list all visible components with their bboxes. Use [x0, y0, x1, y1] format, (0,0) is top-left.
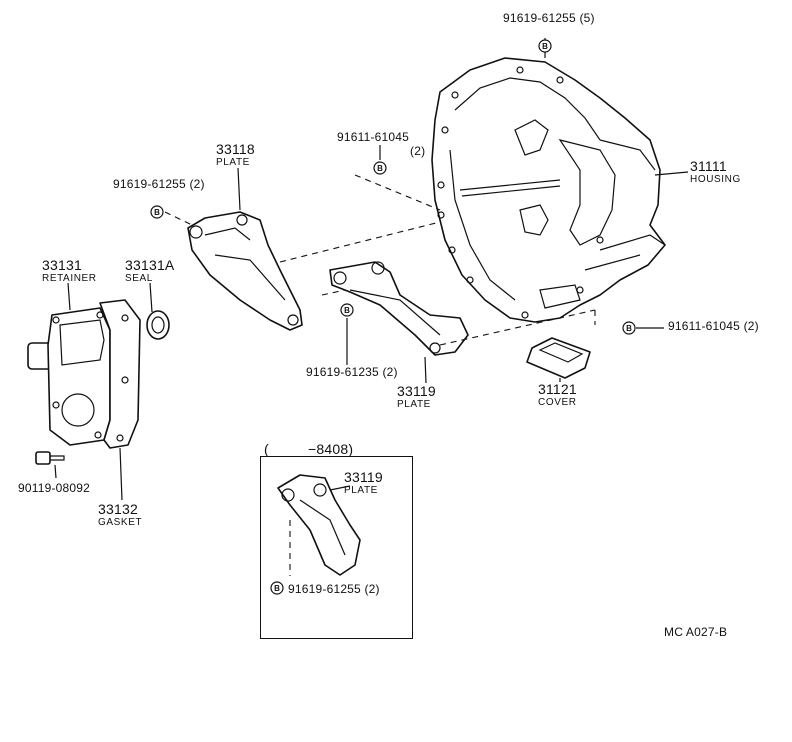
inset-bolt-pn: 91619-61255 (2): [288, 582, 380, 596]
housing-name: HOUSING: [690, 174, 741, 185]
cover-name: COVER: [538, 397, 577, 408]
seal-33131A: [146, 310, 170, 340]
svg-text:B: B: [344, 306, 350, 315]
gasket-name: GASKET: [98, 517, 143, 528]
gasket-bolt-pn: 90119-08092: [18, 481, 91, 495]
inset-plate-name: PLATE: [344, 485, 378, 496]
svg-text:B: B: [274, 584, 280, 593]
bolt-marker-plate-33118: B: [150, 205, 164, 219]
seal-number: 33131A: [125, 257, 175, 273]
plate-33119-bolt-pn: 91619-61235 (2): [306, 365, 398, 379]
inset-plate-33119: [277, 474, 361, 576]
plate-33119-name: PLATE: [397, 399, 431, 410]
figure-code: MC A027-B: [664, 625, 728, 639]
svg-text:B: B: [626, 324, 632, 333]
gasket-bolt-90119: [35, 451, 65, 465]
cover-number: 31121: [538, 381, 577, 397]
plate-33119-number: 33119: [397, 383, 436, 399]
housing-bolt-b-pn: 91611-61045: [337, 130, 410, 144]
svg-text:B: B: [154, 208, 160, 217]
bolt-marker-cover: B: [622, 321, 636, 335]
plate-33118-bolt-pn: 91619-61255 (2): [113, 177, 205, 191]
retainer-number: 33131: [42, 257, 82, 273]
bolt-marker-inset: B: [270, 581, 284, 595]
inset-range-open: (: [264, 441, 269, 457]
plate-33118-name: PLATE: [216, 157, 250, 168]
gasket-33132: [99, 299, 141, 449]
housing-bolt-b-qty: (2): [410, 144, 426, 158]
inset-frame: [260, 456, 413, 639]
plate-33119: [329, 261, 469, 356]
inset-range-end: −8408): [308, 441, 354, 457]
seal-name: SEAL: [125, 273, 153, 284]
plate-33118-number: 33118: [216, 141, 255, 157]
gasket-number: 33132: [98, 501, 138, 517]
svg-text:B: B: [377, 164, 383, 173]
housing-bolt-pn: 91619-61255 (5): [503, 11, 595, 25]
plate-33118: [187, 211, 303, 331]
inset-plate-number: 33119: [344, 469, 383, 485]
svg-text:B: B: [542, 42, 548, 51]
leader-lines: [54, 38, 689, 576]
cover-31121: [526, 337, 591, 379]
housing-number: 31111: [690, 158, 727, 174]
retainer-33131: [27, 307, 111, 446]
housing-31111: [431, 57, 666, 323]
bolt-marker-plate-33119: B: [340, 303, 354, 317]
cover-bolt-pn: 91611-61045 (2): [668, 319, 759, 333]
bolt-marker-housing: B: [538, 39, 552, 53]
retainer-name: RETAINER: [42, 273, 97, 284]
bolt-marker-housing-b: B: [373, 161, 387, 175]
